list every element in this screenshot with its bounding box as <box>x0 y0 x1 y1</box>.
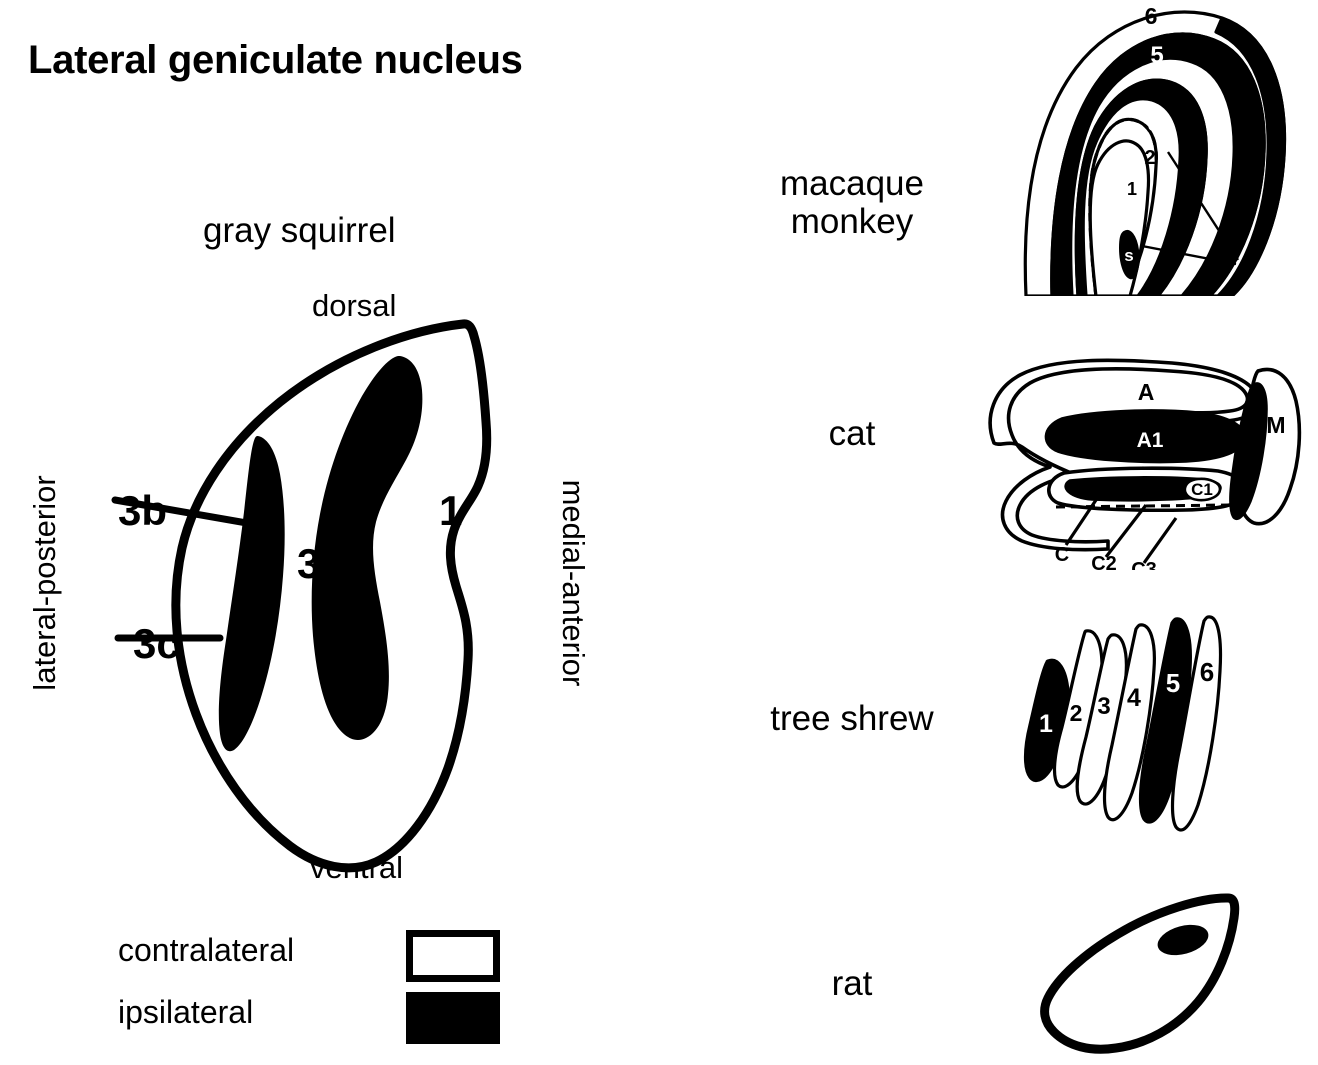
macaque-label-1: 1 <box>1127 179 1137 199</box>
tree-shrew-label-2: 2 <box>1070 700 1083 726</box>
cat-leader-line-C3 <box>1142 517 1178 564</box>
macaque-lgn-diagram: 6 5 4 3 2 1 s i <box>1023 3 1287 296</box>
species-label-rat: rat <box>831 964 873 1003</box>
macaque-label-i: i <box>1241 261 1247 283</box>
leader-line-3b <box>111 496 262 529</box>
macaque-label-6: 6 <box>1145 3 1158 29</box>
macaque-label-4: 4 <box>1151 79 1163 102</box>
macaque-label-3: 3 <box>1148 111 1160 136</box>
macaque-outer-black-wedge <box>1214 16 1287 296</box>
cat-layer-C1-island <box>1183 477 1222 502</box>
species-label-tree-shrew: tree shrew <box>770 699 934 738</box>
macaque-label-5: 5 <box>1150 42 1163 69</box>
layer-tag-3c: 3c <box>133 620 180 667</box>
cat-label-C: C <box>1055 544 1069 566</box>
rat-lgn-diagram <box>1040 893 1240 1054</box>
cat-leader-line-C2 <box>1104 504 1148 558</box>
macaque-label-2: 2 <box>1144 147 1155 169</box>
tree-shrew-layer-6 <box>1170 615 1223 832</box>
cat-label-A1: A1 <box>1137 429 1164 452</box>
page-title: Lateral geniculate nucleus <box>28 38 523 82</box>
layer-tag-3b: 3b <box>118 487 168 534</box>
tree-shrew-lgn-diagram: 1 2 3 4 5 6 <box>1023 615 1223 832</box>
tree-shrew-label-1: 1 <box>1039 710 1053 738</box>
legend-label-ipsilateral: ipsilateral <box>118 994 254 1030</box>
gray-squirrel-lgn-diagram <box>111 319 492 873</box>
macaque-leader-line-i-2 <box>1166 151 1240 261</box>
tree-shrew-label-6: 6 <box>1200 657 1214 687</box>
species-label-macaque-monkey: macaque monkey <box>780 164 924 241</box>
cat-label-C3: C3 <box>1131 559 1157 570</box>
cat-label-M: M <box>1266 412 1285 438</box>
layer-tag-1: 1 <box>439 487 463 534</box>
cat-lgn-diagram: A A1 M C1 C C2 C3 <box>988 358 1302 570</box>
cat-label-C1: C1 <box>1191 480 1213 499</box>
squirrel-layer-2-band <box>311 356 423 740</box>
cat-leader-line-C <box>1064 478 1112 546</box>
species-label-gray-squirrel: gray squirrel <box>203 211 396 250</box>
legend-swatch-contralateral <box>406 930 500 982</box>
tree-shrew-label-3: 3 <box>1097 693 1110 720</box>
rat-outline <box>1040 893 1240 1054</box>
cat-layer-A-body <box>988 358 1261 552</box>
squirrel-layer-3b-band <box>218 436 285 752</box>
macaque-s-region <box>1119 230 1140 280</box>
tree-shrew-label-5: 5 <box>1166 668 1180 698</box>
layer-tag-2: 2 <box>409 522 433 569</box>
orientation-label-medial-anterior: medial-anterior <box>556 479 591 687</box>
legend-label-contralateral: contralateral <box>118 932 295 968</box>
legend-swatch-ipsilateral <box>406 992 500 1044</box>
orientation-label-lateral-posterior: lateral-posterior <box>27 475 62 691</box>
tree-shrew-label-4: 4 <box>1127 684 1141 712</box>
cat-label-A: A <box>1138 379 1155 405</box>
cat-label-C2: C2 <box>1091 553 1117 570</box>
tree-shrew-layer-5 <box>1138 617 1192 824</box>
species-label-cat: cat <box>828 414 876 453</box>
cat-layer-M-black-band <box>1229 382 1268 520</box>
tree-shrew-layer-4 <box>1102 623 1156 822</box>
layer-tag-3a: 3a <box>297 540 344 587</box>
macaque-leader-line-i <box>1141 244 1237 266</box>
macaque-label-s: s <box>1124 246 1133 265</box>
cat-layer-A1 <box>1044 409 1246 464</box>
orientation-label-dorsal: dorsal <box>312 288 397 323</box>
rat-ipsilateral-patch <box>1157 924 1209 956</box>
